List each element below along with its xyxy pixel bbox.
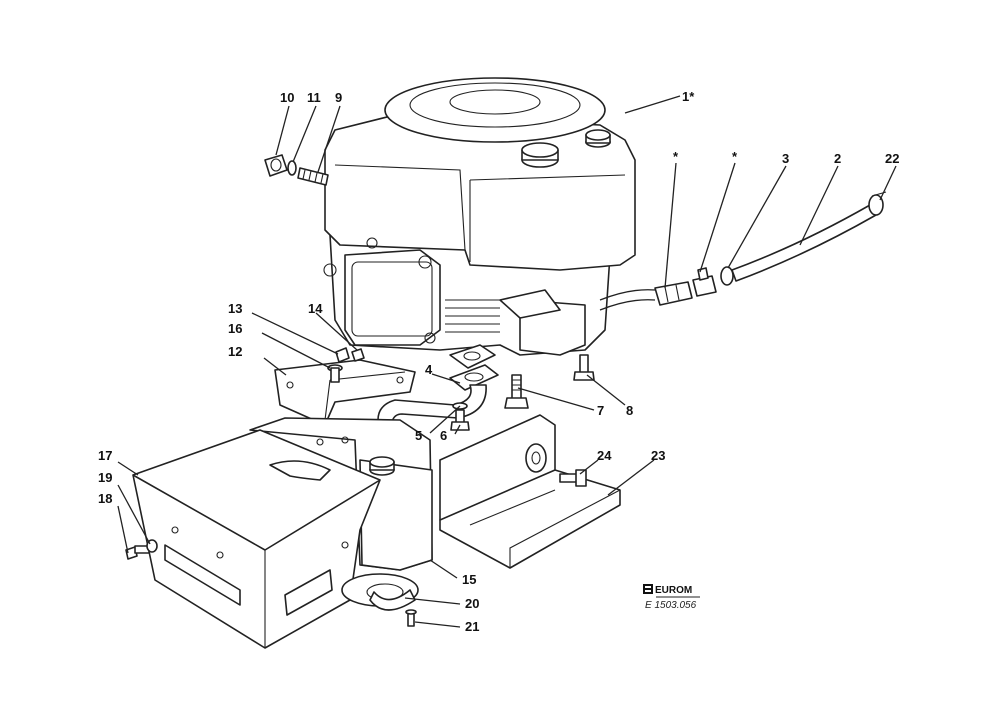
- logo-text: EUROM: [655, 585, 692, 596]
- washer: [287, 160, 297, 176]
- callout-4: 4: [425, 362, 433, 377]
- drawing-code: E 1503.056: [645, 600, 697, 611]
- callout-15: 15: [462, 572, 476, 587]
- callout-23: 23: [651, 448, 665, 463]
- screw-18: [125, 545, 150, 560]
- callout-8: 8: [626, 403, 633, 418]
- callout-14: 14: [308, 301, 323, 316]
- screw-24: [559, 469, 587, 487]
- screw-21: [405, 609, 417, 627]
- engine: [323, 77, 656, 356]
- callout-13: 13: [228, 301, 242, 316]
- screw-16: [327, 364, 343, 383]
- callout-star-a: *: [673, 149, 679, 164]
- fuel-filter: [654, 281, 693, 306]
- callout-6: 6: [440, 428, 447, 443]
- callout-18: 18: [98, 491, 112, 506]
- callout-21: 21: [465, 619, 479, 634]
- manufacturer-logo: EUROM: [643, 584, 700, 598]
- callout-20: 20: [465, 596, 479, 611]
- callout-11: 11: [307, 90, 321, 105]
- nut-14: [351, 348, 365, 362]
- callout-12: 12: [228, 344, 242, 359]
- muffler-bracket: [274, 359, 416, 426]
- callout-19: 19: [98, 470, 112, 485]
- callout-1: 1*: [682, 89, 695, 104]
- callout-17: 17: [98, 448, 112, 463]
- hose-clamp-22: [868, 191, 887, 216]
- callout-5: 5: [415, 428, 422, 443]
- callout-9: 9: [335, 90, 342, 105]
- callout-16: 16: [228, 321, 242, 336]
- screw-13: [335, 347, 350, 363]
- leader-lines: [117, 95, 897, 628]
- bolt-6: [450, 409, 470, 431]
- callout-labels: 1* * * 3 2 22 10 11 9 13 14 16 12 4 5 6 …: [98, 89, 899, 634]
- heat-shield: [132, 429, 381, 649]
- callout-star-b: *: [732, 149, 738, 164]
- nut: [264, 154, 288, 177]
- callout-2: 2: [834, 151, 841, 166]
- callout-3: 3: [782, 151, 789, 166]
- callout-10: 10: [280, 90, 294, 105]
- fuel-hose: [731, 204, 877, 282]
- callout-7: 7: [597, 403, 604, 418]
- stud: [297, 167, 329, 186]
- exhaust-gasket: [449, 344, 499, 391]
- callout-24: 24: [597, 448, 612, 463]
- bolt-7: [504, 374, 529, 409]
- deflector: [439, 414, 621, 569]
- bolt-8: [573, 354, 595, 381]
- hose-clamp: [720, 266, 734, 286]
- callout-22: 22: [885, 151, 899, 166]
- fuel-shutoff-valve: [692, 267, 717, 297]
- outlet-gasket: [341, 573, 419, 611]
